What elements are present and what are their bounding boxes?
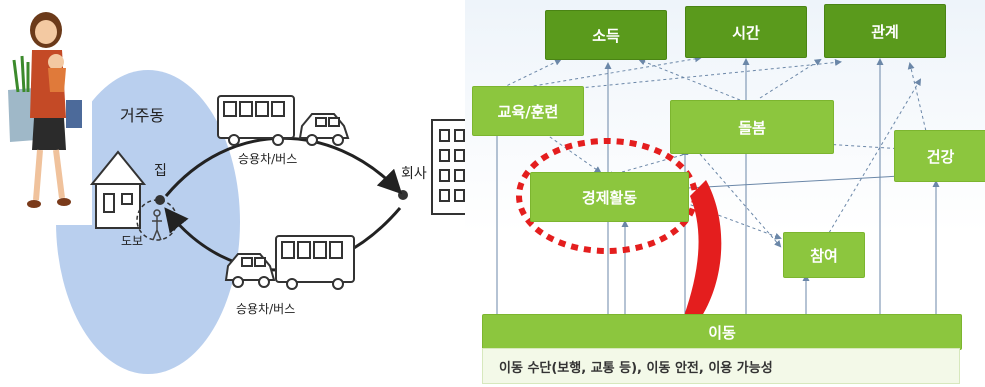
vehicle-label-bottom: 승용차/버스 (236, 302, 296, 316)
company-label: 회사 (401, 166, 427, 182)
residence-label: 거주동 (120, 106, 165, 125)
participation-box: 참여 (783, 232, 865, 278)
economic-activity-box: 경제활동 (530, 172, 689, 222)
house-icon (89, 150, 147, 229)
woman-carrying-baby-illustration (0, 0, 92, 225)
car-icon-top (298, 113, 350, 146)
education-box: 교육/훈련 (472, 86, 584, 136)
bus-icon-top (217, 95, 295, 146)
home-dot (155, 195, 165, 205)
mobility-box: 이동 (482, 314, 962, 350)
mobility-description: 이동 수단(보행, 교통 등), 이동 안전, 이용 가능성 (482, 348, 960, 384)
home-label: 집 (154, 163, 167, 179)
income-box: 소득 (545, 10, 667, 60)
residence-area-circle (56, 70, 240, 374)
vehicle-label-top: 승용차/버스 (238, 152, 298, 166)
car-icon-bottom (224, 253, 276, 288)
relation-box: 관계 (824, 4, 946, 58)
commute-diagram (0, 0, 470, 374)
office-building-icon (431, 119, 470, 215)
health-box: 건강 (894, 130, 985, 182)
walk-label: 도보 (121, 234, 144, 248)
bus-icon-bottom (275, 235, 355, 290)
mobility-to-economic-red-arrow (684, 180, 722, 316)
pedestrian-icon (152, 209, 162, 241)
care-box: 돌봄 (670, 100, 834, 154)
time-box: 시간 (685, 6, 807, 58)
